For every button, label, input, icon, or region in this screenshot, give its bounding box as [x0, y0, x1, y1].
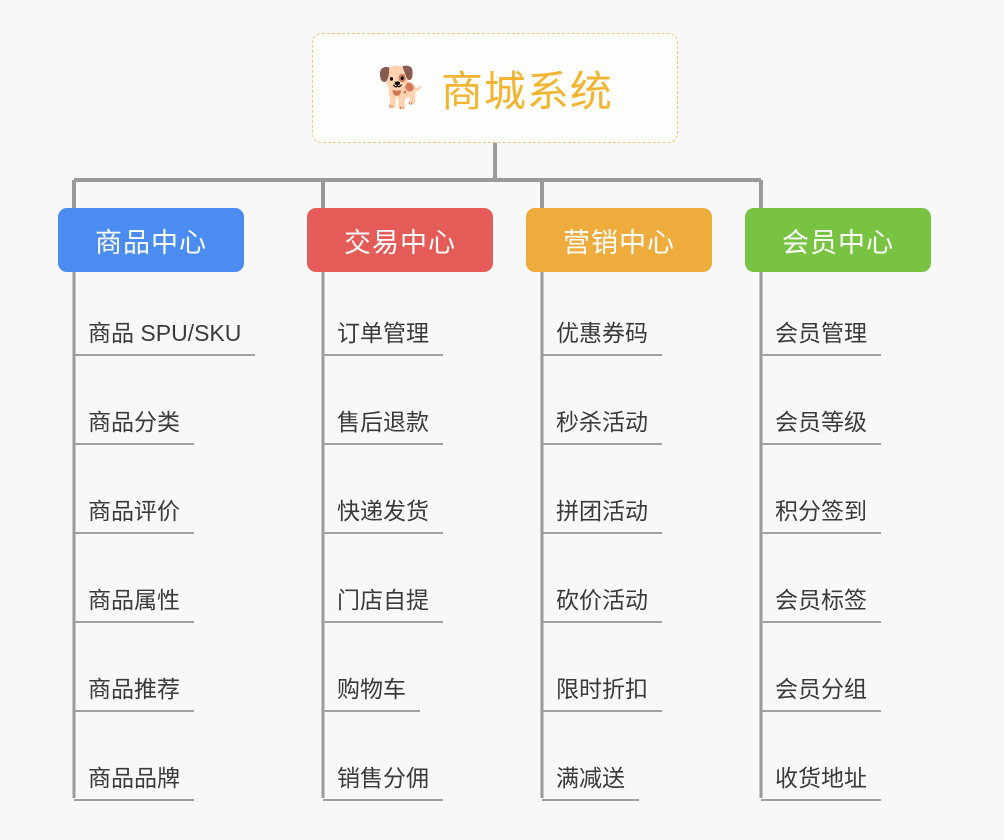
branch-header-label: 交易中心 — [344, 227, 456, 258]
leaf-item[interactable]: 会员标签 — [761, 586, 881, 623]
leaf-item[interactable]: 商品属性 — [74, 586, 194, 623]
shiba-dog-face-icon: 🐕 — [377, 66, 427, 110]
leaf-item[interactable]: 收货地址 — [761, 764, 881, 801]
leaf-item[interactable]: 商品分类 — [74, 408, 194, 445]
leaf-item[interactable]: 快递发货 — [323, 497, 443, 534]
leaf-item[interactable]: 商品品牌 — [74, 764, 194, 801]
branch-header-trade-center[interactable]: 交易中心 — [307, 208, 493, 272]
branch-header-label: 营销中心 — [563, 227, 675, 258]
branch-header-marketing-center[interactable]: 营销中心 — [526, 208, 712, 272]
leaf-item[interactable]: 会员分组 — [761, 675, 881, 712]
leaf-item[interactable]: 商品 SPU/SKU — [74, 319, 256, 356]
root-title: 商城系统 — [440, 67, 613, 115]
leaf-item[interactable]: 销售分佣 — [323, 764, 443, 801]
leaf-item[interactable]: 优惠券码 — [542, 319, 662, 356]
leaf-item[interactable]: 拼团活动 — [542, 497, 662, 534]
leaf-item[interactable]: 购物车 — [323, 675, 420, 712]
leaf-item[interactable]: 商品推荐 — [74, 675, 194, 712]
branch-header-product-center[interactable]: 商品中心 — [58, 208, 244, 272]
leaf-item[interactable]: 门店自提 — [323, 586, 443, 623]
leaf-item[interactable]: 会员等级 — [761, 408, 881, 445]
branch-header-member-center[interactable]: 会员中心 — [745, 208, 931, 272]
leaf-item[interactable]: 订单管理 — [323, 319, 443, 356]
leaf-item[interactable]: 砍价活动 — [542, 586, 662, 623]
leaf-item[interactable]: 售后退款 — [323, 408, 443, 445]
leaf-item[interactable]: 秒杀活动 — [542, 408, 662, 445]
leaf-item[interactable]: 商品评价 — [74, 497, 194, 534]
root-node[interactable]: 🐕 商城系统 — [312, 33, 678, 143]
leaf-item[interactable]: 积分签到 — [761, 497, 881, 534]
branch-header-label: 商品中心 — [95, 227, 207, 258]
leaf-item[interactable]: 限时折扣 — [542, 675, 662, 712]
branch-header-label: 会员中心 — [782, 227, 894, 258]
leaf-item[interactable]: 满减送 — [542, 764, 639, 801]
leaf-item[interactable]: 会员管理 — [761, 319, 881, 356]
